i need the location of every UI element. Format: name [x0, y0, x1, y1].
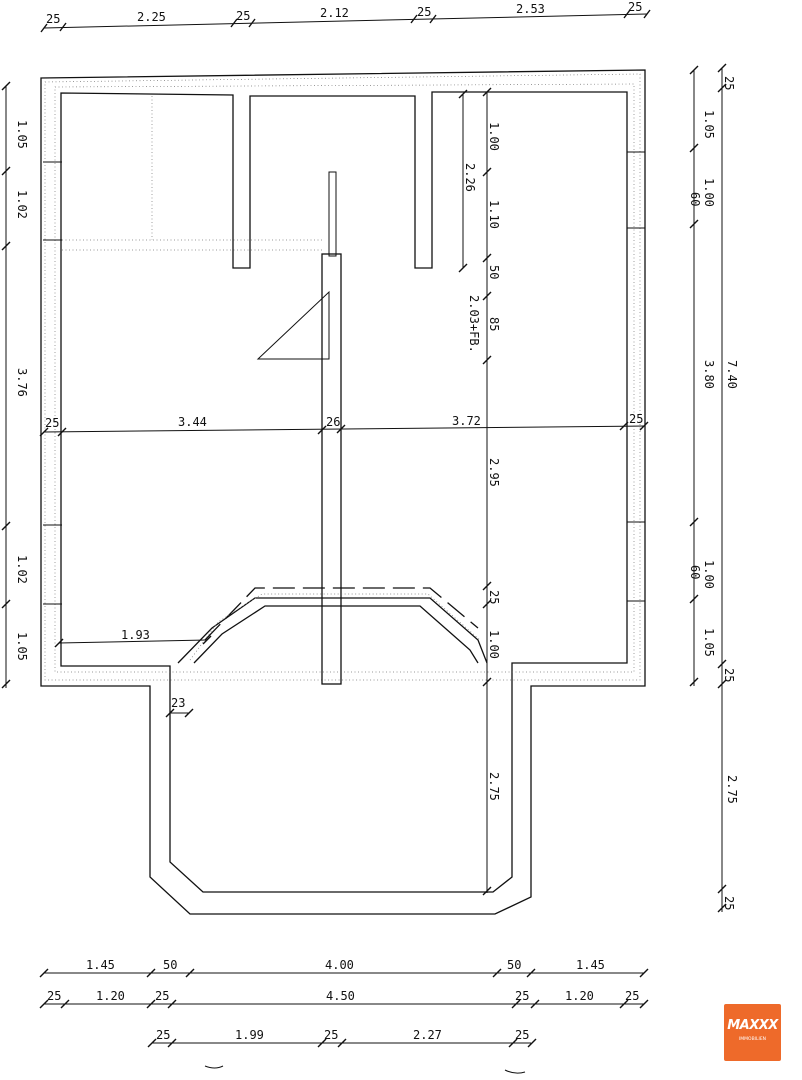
- logo-sub: IMMOBILIEN: [738, 1037, 767, 1042]
- interior-dim-25-left: 25: [45, 416, 59, 430]
- bottom1-dim-5: 1.45: [576, 958, 605, 972]
- bottom3-dim-5: 25: [515, 1028, 529, 1042]
- insulation-dots-outer: [44, 73, 641, 681]
- top-dim-2: 2.25: [137, 10, 166, 24]
- top-dim-5: 25: [417, 5, 431, 19]
- interior-dim-1-10: 1.10: [487, 200, 501, 229]
- wall-openings: [43, 151, 645, 605]
- right-outer-dim-3: 25: [722, 668, 736, 682]
- bottom2-dim-5: 25: [515, 989, 529, 1003]
- stair-triangle: [256, 290, 330, 360]
- interior-dim-25: 25: [487, 590, 501, 604]
- bottom3-dim-3: 25: [324, 1028, 338, 1042]
- interior-dim-1-93: 1.93: [121, 628, 150, 642]
- right-inner-dim-5: 1.00: [702, 560, 716, 589]
- top-dim-3: 25: [236, 9, 250, 23]
- top-dim-6: 2.53: [516, 2, 545, 16]
- top-dim-7: 25: [628, 0, 642, 14]
- bottom1-dim-1: 1.45: [86, 958, 115, 972]
- right-outer-dim-2: 7.40: [725, 360, 739, 389]
- bottom3-dim-1: 25: [156, 1028, 170, 1042]
- left-dim-4: 1.02: [15, 555, 29, 584]
- right-inner-dim-2: 60: [688, 192, 702, 206]
- left-dim-5: 1.05: [15, 632, 29, 661]
- interior-dim-1-00-b: 1.00: [487, 630, 501, 659]
- left-dim-2: 1.02: [15, 190, 29, 219]
- outer-wall: [40, 69, 646, 915]
- top-dim-ticks: [40, 9, 651, 33]
- bottom3-dim-4: 2.27: [413, 1028, 442, 1042]
- interior-dim-26: 26: [326, 415, 340, 429]
- inner-wall: [60, 91, 628, 893]
- interior-dim-2-26: 2.26: [463, 163, 477, 192]
- bottom1-dim-4: 50: [507, 958, 521, 972]
- bottom2-dim-4: 4.50: [326, 989, 355, 1003]
- bottom1-dim-3: 4.00: [325, 958, 354, 972]
- bottom2-dim-2: 1.20: [96, 989, 125, 1003]
- bay-wall-outer: [177, 597, 488, 664]
- left-dim-1: 1.05: [15, 120, 29, 149]
- logo-word: MAXXX: [727, 1018, 778, 1033]
- interior-dim-2-03-fb: 2.03+FB.: [467, 295, 481, 353]
- interior-dim-1-00: 1.00: [487, 122, 501, 151]
- right-outer-dim-1: 25: [722, 76, 736, 90]
- interior-dim-25-right: 25: [629, 412, 643, 426]
- left-dim-3: 3.76: [15, 368, 29, 397]
- right-inner-dim-7: 1.05: [702, 628, 716, 657]
- interior-dim-2-75: 2.75: [487, 772, 501, 801]
- right-inner-dim-6: 60: [688, 565, 702, 579]
- bottom3-dim-2: 1.99: [235, 1028, 264, 1042]
- stair-rail: [328, 171, 337, 257]
- right-outer-dim-4: 2.75: [725, 775, 739, 804]
- central-wall: [321, 253, 342, 685]
- right-inner-dim-4: 3.80: [702, 360, 716, 389]
- right-inner-dim-1: 1.05: [702, 110, 716, 139]
- top-dim-1: 25: [46, 12, 60, 26]
- bottom2-dim-3: 25: [155, 989, 169, 1003]
- right-outer-dim-5: 25: [722, 896, 736, 910]
- insulation-dots-inner: [54, 83, 635, 673]
- bottom2-dim-6: 1.20: [565, 989, 594, 1003]
- maxxx-logo: MAXXX IMMOBILIEN: [724, 1004, 781, 1061]
- bottom2-dim-7: 25: [625, 989, 639, 1003]
- bottom2-dim-1: 25: [47, 989, 61, 1003]
- interior-dim-2-95: 2.95: [487, 458, 501, 487]
- interior-dim-50: 50: [487, 265, 501, 279]
- interior-dim-3-44: 3.44: [178, 415, 207, 429]
- bottom1-dim-2: 50: [163, 958, 177, 972]
- right-inner-dim-3: 1.00: [702, 178, 716, 207]
- top-dim-4: 2.12: [320, 6, 349, 20]
- interior-dim-3-72: 3.72: [452, 414, 481, 428]
- interior-dim-23: 23: [171, 696, 185, 710]
- bay-wall-inner: [193, 605, 479, 664]
- bay-dashed: [204, 587, 479, 641]
- interior-dim-85: 85: [487, 317, 501, 331]
